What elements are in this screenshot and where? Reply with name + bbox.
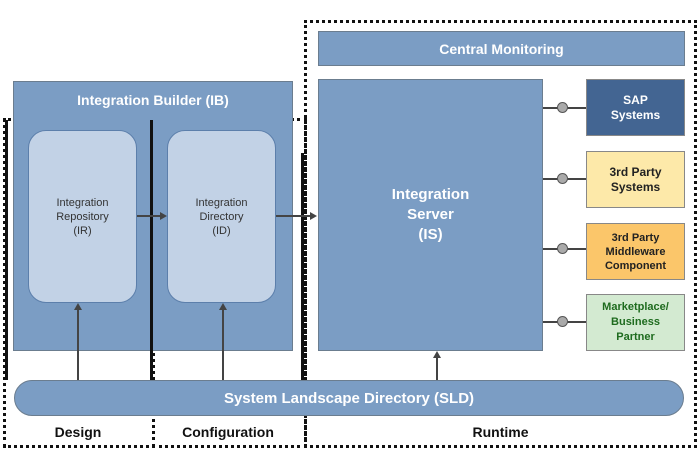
interface-node-middleware: [557, 243, 568, 254]
id-line-2: Directory: [199, 210, 244, 223]
phase-runtime-label: Runtime: [472, 424, 529, 440]
marketplace-line-3: Partner: [616, 331, 655, 343]
marketplace-line-1: Marketplace/: [602, 301, 669, 313]
id-to-is-connector: [276, 215, 311, 217]
design-config-boundary: [150, 120, 153, 380]
sld-bar[interactable]: System Landscape Directory (SLD): [14, 380, 684, 416]
middleware-line-3: Component: [604, 259, 667, 272]
interface-node-sap: [557, 102, 568, 113]
sld-to-id-connector: [222, 310, 224, 382]
sap-line-2: Systems: [610, 107, 661, 122]
is-line-1: Integration: [391, 186, 470, 203]
ir-to-id-connector: [137, 215, 161, 217]
ir-to-id-arrowhead: [160, 212, 167, 220]
third-party-line-2: Systems: [610, 179, 661, 194]
interface-node-3rd-party: [557, 173, 568, 184]
id-to-is-arrowhead: [310, 212, 317, 220]
sap-line-1: SAP: [623, 92, 648, 107]
id-line-1: Integration: [195, 196, 248, 209]
sld-to-id-arrowhead: [219, 303, 227, 310]
interface-node-marketplace: [557, 316, 568, 327]
integration-directory-box[interactable]: Integration Directory (ID): [167, 130, 276, 303]
marketplace-line-2: Business: [611, 316, 660, 328]
phase-configuration-label: Configuration: [182, 424, 274, 440]
design-boundary-left: [5, 120, 8, 380]
config-runtime-boundary: [301, 153, 304, 380]
ir-line-2: Repository: [56, 210, 109, 223]
integration-repository-box[interactable]: Integration Repository (IR): [28, 130, 137, 303]
central-monitoring-label: Central Monitoring: [439, 40, 564, 57]
middleware-line-1: 3rd Party: [611, 231, 660, 244]
middleware-line-2: Middleware: [605, 245, 666, 258]
third-party-line-1: 3rd Party: [609, 164, 662, 179]
central-monitoring-box: Central Monitoring: [318, 31, 685, 66]
integration-builder-label: Integration Builder (IB): [77, 92, 229, 108]
sld-to-is-connector: [436, 357, 438, 382]
ir-line-3: (IR): [73, 224, 92, 237]
sld-to-ir-connector: [77, 310, 79, 382]
sld-label: System Landscape Directory (SLD): [223, 389, 475, 407]
sld-to-is-arrowhead: [433, 351, 441, 358]
phase-design-label: Design: [54, 424, 102, 440]
ir-line-1: Integration: [56, 196, 109, 209]
sld-to-ir-arrowhead: [74, 303, 82, 310]
is-line-3: (IS): [418, 226, 443, 243]
id-line-3: (ID): [212, 224, 231, 237]
integration-server-box[interactable]: Integration Server (IS): [318, 79, 543, 351]
is-line-2: Server: [407, 206, 454, 223]
